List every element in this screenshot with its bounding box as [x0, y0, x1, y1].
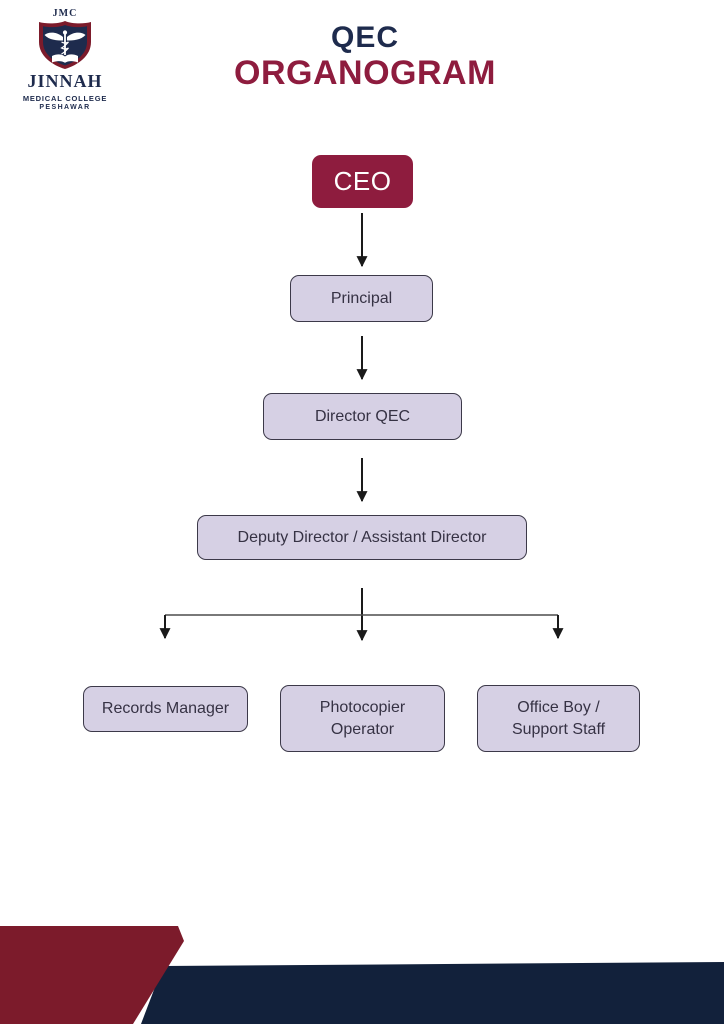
title-line-qec: QEC — [330, 21, 399, 54]
logo-subtitle-college: MEDICAL COLLEGE — [22, 94, 108, 103]
title-line-organogram: ORGANOGRAM — [234, 53, 496, 92]
node-records-manager: Records Manager — [83, 686, 248, 732]
node-ceo-label: CEO — [333, 165, 392, 196]
node-records-manager-label: Records Manager — [101, 700, 230, 718]
footer-maroon-shape — [0, 926, 184, 1024]
node-principal-label: Principal — [330, 289, 393, 307]
node-ceo: CEO — [312, 155, 413, 208]
college-logo: JMC JINNAH MEDICAL COLLEGE PESHAWAR — [12, 8, 118, 111]
logo-monogram: JMC — [52, 8, 78, 19]
logo-subtitle-city: PESHAWAR — [39, 104, 91, 111]
logo-shield-icon — [39, 21, 91, 69]
logo-institution-name: JINNAH — [27, 71, 103, 91]
node-photocopier-operator: Photocopier Operator — [280, 685, 445, 752]
footer-navy-shape — [141, 962, 724, 1024]
node-office-boy-label: Office Boy / Support Staff — [511, 698, 606, 738]
node-principal: Principal — [290, 275, 433, 322]
node-director-qec-label: Director QEC — [314, 407, 411, 425]
node-office-boy: Office Boy / Support Staff — [477, 685, 640, 752]
page-title: QEC ORGANOGRAM — [212, 22, 518, 91]
node-deputy-director-label: Deputy Director / Assistant Director — [237, 528, 487, 546]
node-director-qec: Director QEC — [263, 393, 462, 440]
node-photocopier-operator-label: Photocopier Operator — [319, 698, 406, 738]
node-deputy-director: Deputy Director / Assistant Director — [197, 515, 527, 560]
